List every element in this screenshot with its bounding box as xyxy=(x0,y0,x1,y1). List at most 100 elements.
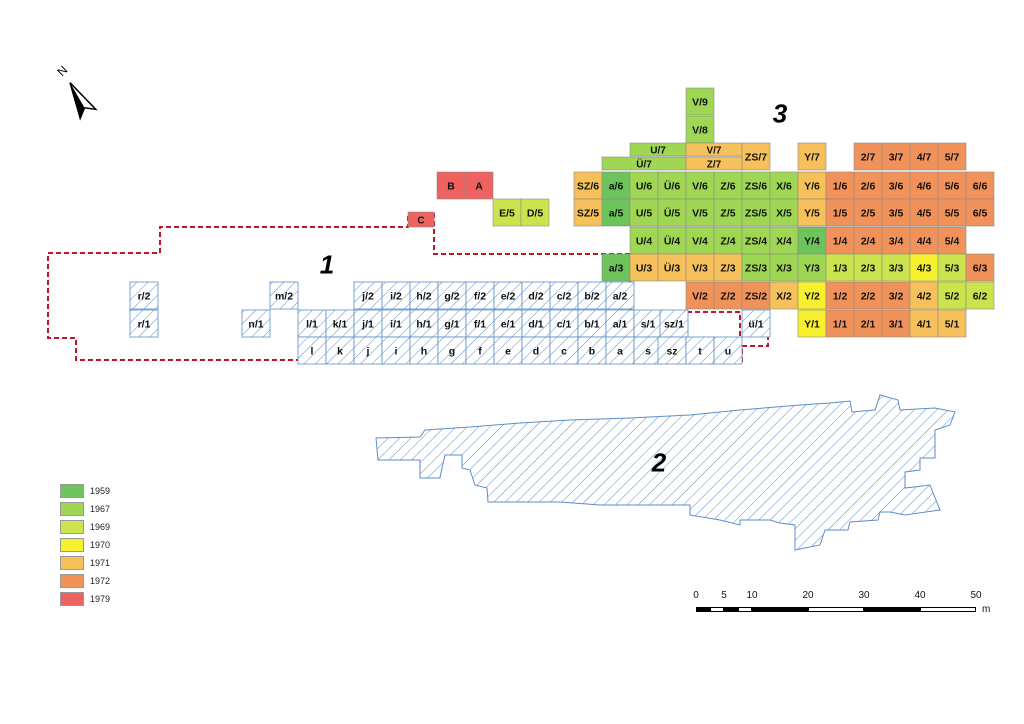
scale-tick: 20 xyxy=(802,590,814,601)
grid-cell xyxy=(685,281,715,310)
grid-cell-label: Z/7 xyxy=(707,160,722,171)
hatched-cell xyxy=(129,309,159,338)
hatched-cell-label: i xyxy=(395,346,398,358)
scale-tick: 5 xyxy=(721,590,727,601)
grid-cell-label: Y/7 xyxy=(804,152,820,164)
grid-cell-label: 4/2 xyxy=(917,291,932,303)
grid-cell-label: 4/6 xyxy=(917,181,932,193)
grid-cell xyxy=(769,281,799,310)
grid-cell xyxy=(713,226,743,255)
grid-cell xyxy=(853,309,883,338)
hatched-cell xyxy=(269,281,299,310)
scale-segment xyxy=(696,607,710,612)
grid-cell xyxy=(657,198,687,227)
hatched-cell-label: a/1 xyxy=(613,319,628,331)
grid-cell xyxy=(881,281,911,310)
grid-cell xyxy=(741,281,771,310)
grid-cell-label: ZS/4 xyxy=(745,236,767,248)
grid-cell-label: X/4 xyxy=(776,236,792,248)
grid-cell xyxy=(797,253,827,282)
legend-swatch xyxy=(60,538,84,552)
grid-cell xyxy=(741,253,771,282)
hatched-cell-label: s xyxy=(645,346,651,358)
grid-cell xyxy=(881,198,911,227)
hatched-cell-label: e/1 xyxy=(501,319,516,331)
area-2-label: 2 xyxy=(651,447,667,478)
grid-cell xyxy=(685,87,715,116)
scale-segment xyxy=(752,607,808,612)
hatched-cell-label: d xyxy=(533,346,539,358)
grid-cell-label: V/8 xyxy=(692,125,708,137)
hatched-cell xyxy=(409,336,439,365)
hatched-cell-label: ü/1 xyxy=(748,319,763,331)
hatched-cell xyxy=(381,309,411,338)
grid-cell xyxy=(937,142,967,171)
grid-cell-label: 1/4 xyxy=(833,236,848,248)
grid-cell-label: 2/7 xyxy=(861,152,876,164)
grid-cell-label: Y/5 xyxy=(804,208,820,220)
legend-label: 1967 xyxy=(90,504,111,514)
grid-cell xyxy=(825,309,855,338)
grid-cell xyxy=(741,142,771,171)
hatched-cell-label: r/1 xyxy=(138,319,151,331)
hatched-cell-label: l xyxy=(311,346,314,358)
legend-swatch xyxy=(60,484,84,498)
hatched-cell-label: e/2 xyxy=(501,291,516,303)
scale-unit: m xyxy=(982,604,991,615)
area-2-polygon xyxy=(375,394,956,551)
legend-label: 1979 xyxy=(90,594,111,604)
grid-cell xyxy=(741,198,771,227)
hatched-cell xyxy=(521,309,551,338)
hatched-cell-label: c xyxy=(561,346,567,358)
hatched-cell-label: sz/1 xyxy=(664,319,684,331)
hatched-cell xyxy=(437,309,467,338)
hatched-cell xyxy=(521,336,551,365)
grid-cell xyxy=(965,281,995,310)
grid-cell-label: V/9 xyxy=(692,97,708,109)
hatched-cell-label: k/1 xyxy=(333,319,348,331)
grid-cell xyxy=(685,226,715,255)
grid-cell-label: a/5 xyxy=(609,208,624,220)
hatched-cell xyxy=(297,336,327,365)
grid-cell xyxy=(909,171,939,200)
hatched-cell-label: h/2 xyxy=(416,291,431,303)
grid-cell-label: Z/4 xyxy=(720,236,735,248)
hatched-cell-label: a/2 xyxy=(613,291,628,303)
grid-cell-label: 3/4 xyxy=(889,236,904,248)
grid-cell-label: V/3 xyxy=(692,263,708,275)
hatched-cell-label: n/1 xyxy=(248,319,263,331)
grid-cell xyxy=(797,309,827,338)
grid-cell-label: 3/7 xyxy=(889,152,904,164)
grid-cell-label: U/6 xyxy=(636,181,653,193)
grid-cell-label: 2/3 xyxy=(861,263,876,275)
grid-cell xyxy=(464,171,494,200)
hatched-cell-label: j xyxy=(366,346,370,358)
hatched-cell xyxy=(409,309,439,338)
grid-cell-label: 1/1 xyxy=(833,319,848,331)
grid-cell-label: Z/3 xyxy=(720,263,735,275)
grid-cell-label: 1/3 xyxy=(833,263,848,275)
grid-cell-label: V/4 xyxy=(692,236,708,248)
hatched-cell xyxy=(577,309,607,338)
grid-cell-label: Ü/4 xyxy=(664,235,681,248)
grid-cell-label: 4/1 xyxy=(917,319,932,331)
hatched-cell xyxy=(657,336,687,365)
grid-cell xyxy=(685,171,715,200)
hatched-cell xyxy=(713,336,743,365)
grid-cell-label: 2/2 xyxy=(861,291,876,303)
grid-cell-label: 5/3 xyxy=(945,263,960,275)
grid-cell-label: 3/5 xyxy=(889,208,904,220)
grid-cell-label: V/2 xyxy=(692,291,708,303)
grid-cell-label: 1/5 xyxy=(833,208,848,220)
grid-cell xyxy=(825,198,855,227)
grid-cell-label: B xyxy=(447,181,455,193)
hatched-cell-label: i/1 xyxy=(390,319,402,331)
grid-cell xyxy=(797,142,827,171)
grid-cell-label: 6/3 xyxy=(973,263,988,275)
legend-label: 1970 xyxy=(90,540,111,550)
hatched-cell-label: j/1 xyxy=(361,319,374,331)
hatched-cell xyxy=(521,281,551,310)
scale-segment xyxy=(808,607,864,612)
